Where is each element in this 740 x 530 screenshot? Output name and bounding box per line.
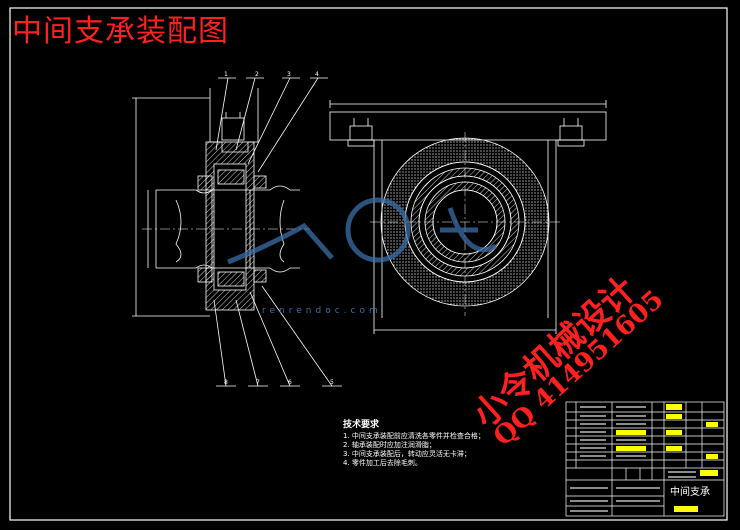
callout-6: 6 — [288, 379, 292, 386]
drawing-border — [9, 7, 728, 521]
callout-5: 5 — [330, 379, 334, 386]
callout-7: 7 — [256, 379, 260, 386]
callout-3: 3 — [287, 71, 291, 78]
drawing-red-title: 中间支承装配图 — [12, 14, 229, 49]
requirement-item: 3. 中间支承装配后，转动应灵活无卡滞； — [343, 450, 471, 458]
part-name: 中间支承 — [670, 487, 710, 498]
section-view — [132, 77, 342, 387]
watermark-site: renrendoc.com — [262, 306, 382, 316]
callout-4: 4 — [315, 71, 319, 78]
requirement-item: 2. 轴承装配时应加注润滑脂； — [343, 441, 436, 449]
title-block — [565, 401, 725, 517]
callout-2: 2 — [255, 71, 259, 78]
technical-requirements: 技术要求 1. 中间支承装配前应清洗各零件并检查合格； 2. 轴承装配时应加注润… — [343, 421, 485, 468]
requirement-item: 1. 中间支承装配前应清洗各零件并检查合格； — [343, 432, 485, 440]
callout-8: 8 — [224, 379, 228, 386]
title-block-cell-text — [570, 406, 696, 512]
technical-requirements-heading: 技术要求 — [343, 420, 380, 430]
watermark-logo — [227, 197, 498, 265]
requirement-item: 4. 零件加工后去除毛刺。 — [343, 459, 422, 467]
callout-1: 1 — [224, 71, 228, 78]
end-view — [329, 100, 607, 334]
